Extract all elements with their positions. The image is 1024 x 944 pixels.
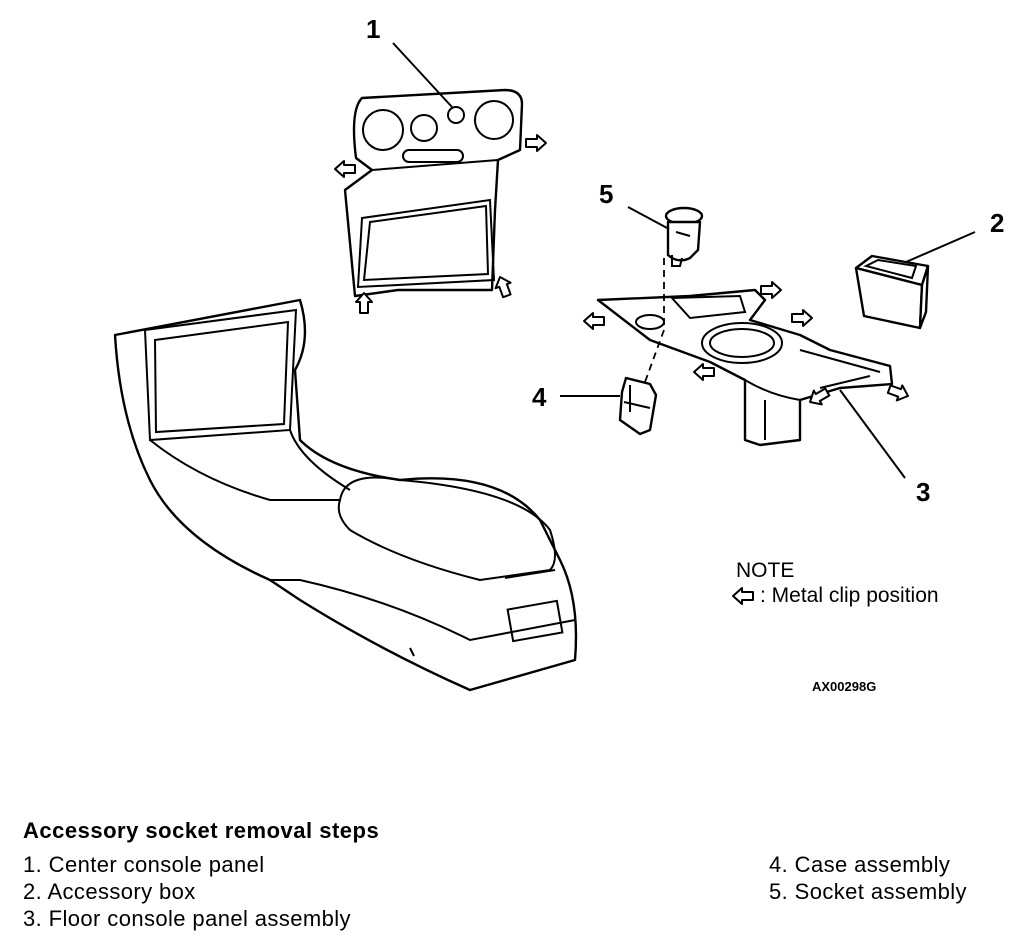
callout-5: 5 [599,179,613,209]
step-item: 2. Accessory box [23,879,196,904]
leader-line-3 [839,389,906,479]
leader-line-1 [392,42,453,108]
callout-4: 4 [532,382,547,412]
note-text: : Metal clip position [760,584,939,607]
case-assembly [618,376,658,436]
center-console-panel [343,88,524,298]
callout-2: 2 [990,208,1004,238]
step-item: 5. Socket assembly [769,879,967,904]
leader-line-5 [627,206,670,230]
floor-console-body [113,298,578,692]
accessory-box [854,254,930,330]
callout-1: 1 [366,14,380,44]
figure-id: AX00298G [812,679,876,694]
socket-assembly [664,206,704,267]
step-item: 1. Center console panel [23,852,265,877]
step-item: 4. Case assembly [769,852,951,877]
callout-3: 3 [916,477,930,507]
floor-console-panel-assembly [596,288,894,447]
leader-line-2 [905,231,976,263]
step-item: 3. Floor console panel assembly [23,906,351,931]
note-title: NOTE [736,559,794,582]
removal-steps-list: Accessory socket removal steps 1. Center… [23,818,1013,938]
hollow-left-arrow-icon [732,587,754,605]
alignment-dashed-line [644,258,665,383]
steps-title: Accessory socket removal steps [23,818,380,843]
